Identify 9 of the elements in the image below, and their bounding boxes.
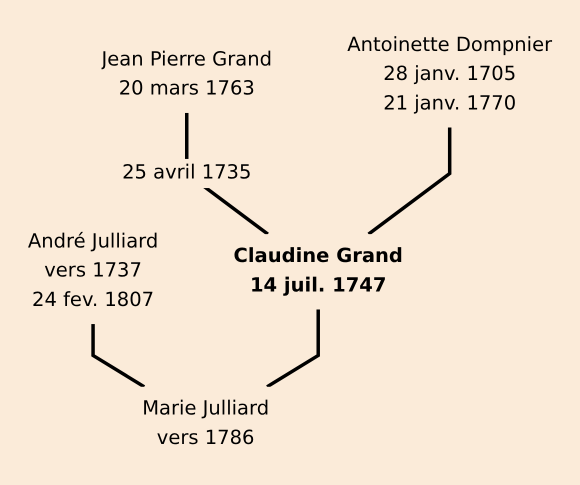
node-text: Jean Pierre Grand 20 mars 1763 xyxy=(102,48,272,100)
edge-label: 25 avril 1735 xyxy=(122,162,252,184)
node-text: André Julliard vers 1737 24 fev. 1807 xyxy=(28,230,158,312)
node-text: Antoinette Dompnier 28 janv. 1705 21 janv. 1770 xyxy=(347,34,552,115)
node-text: Marie Julliard vers 1786 xyxy=(142,398,270,450)
connector xyxy=(368,127,452,236)
connector xyxy=(266,309,320,388)
connector xyxy=(91,324,146,388)
node-text: Claudine Grand 14 juil. 1747 xyxy=(234,245,403,297)
